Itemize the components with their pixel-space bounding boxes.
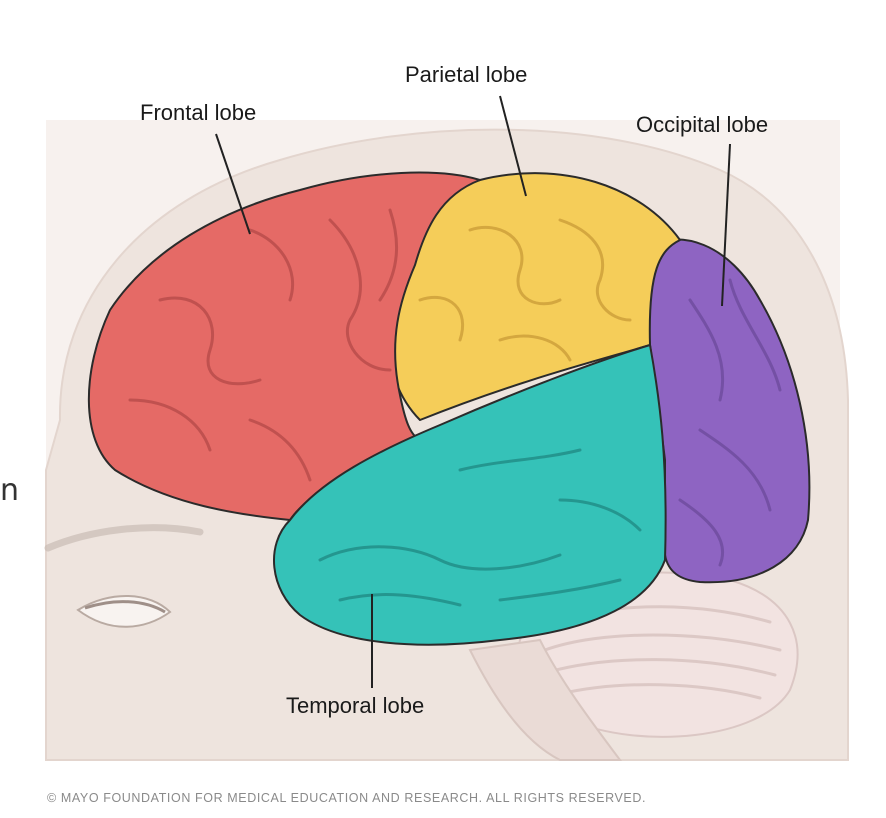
eye: [76, 594, 172, 628]
frontal-lobe: [87, 171, 481, 521]
temporal-lobe-label: Temporal lobe: [286, 693, 424, 718]
copyright-notice: © MAYO FOUNDATION FOR MEDICAL EDUCATION …: [47, 791, 646, 805]
occipital-lobe-label: Occipital lobe: [636, 112, 768, 137]
occipital-lobe-leader: [721, 143, 731, 307]
brain-stem: [468, 638, 622, 761]
frontal-lobe-shape: [87, 171, 481, 521]
frontal-lobe-leader: [215, 133, 251, 235]
temporal-lobe: [273, 344, 667, 646]
frontal-lobe-label: Frontal lobe: [140, 100, 256, 125]
parietal-lobe-leader: [499, 95, 527, 197]
temporal-lobe-shape: [273, 344, 667, 646]
parietal-lobe: [384, 172, 681, 421]
parietal-lobe-label: Parietal lobe: [405, 62, 527, 87]
eyebrow: [44, 524, 204, 552]
side-text-fragment: n: [0, 473, 19, 508]
